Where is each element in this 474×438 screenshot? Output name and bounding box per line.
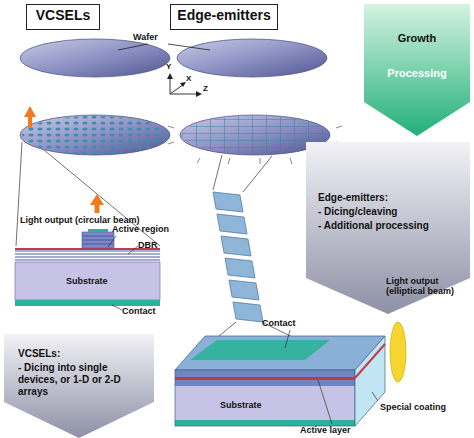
step-text: - Additional processing — [318, 220, 429, 232]
step-text: - Dicing into single devices, or 1-D or … — [18, 362, 144, 398]
step-text: Processing — [387, 67, 446, 80]
heading-text: VCSELs — [36, 7, 90, 24]
axis-label: Z — [203, 84, 208, 93]
part-label: Light output (circular beam) — [20, 215, 140, 225]
heading-text: Growth — [398, 32, 437, 45]
step-arrow: GrowthProcessing — [364, 4, 470, 136]
step-text: - Dicing/cleaving — [318, 206, 397, 218]
heading-text: Edge-emitters — [177, 7, 270, 24]
part-label: Contact — [122, 306, 156, 316]
axis-label: X — [186, 74, 191, 83]
part-label: Light output (elliptical beam) — [386, 276, 466, 297]
step-arrow: VCSELs: - Dicing into single devices, or … — [4, 334, 154, 438]
title-box: Edge-emitters — [170, 4, 278, 30]
title-box: VCSELs — [26, 4, 100, 30]
part-label: DBR — [138, 240, 158, 250]
part-label: Active layer — [300, 425, 351, 435]
part-label: Special coating — [380, 402, 446, 412]
heading-text: Edge-emitters: — [318, 192, 388, 204]
axis-label: Y — [166, 62, 171, 71]
part-label: Substrate — [66, 276, 108, 286]
part-label: Wafer — [133, 32, 158, 42]
heading-text: VCSELs: — [18, 348, 60, 360]
part-label: Contact — [262, 318, 296, 328]
part-label: Substrate — [220, 400, 262, 410]
part-label: Active region — [112, 224, 169, 234]
